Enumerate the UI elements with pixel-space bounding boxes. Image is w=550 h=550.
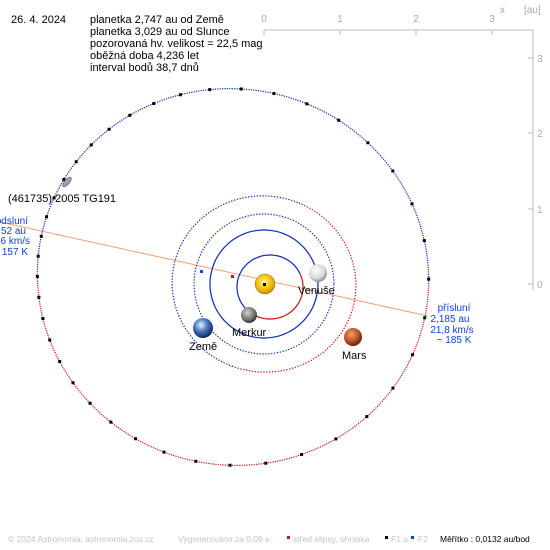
aphelion-title: odsluní	[0, 216, 28, 227]
date-label: 26. 4. 2024	[11, 14, 67, 26]
venus-orbit	[209, 229, 319, 339]
perihelion-info: přísluní 2,185 au 21,8 km/s ~ 185 K	[430, 303, 473, 346]
mars-orbit-red	[232, 202, 357, 373]
venus-label: Venuše	[298, 285, 335, 297]
legend-f2-marker	[411, 536, 414, 539]
ellipse-center-marker	[231, 275, 234, 278]
x-tick-label: 1	[337, 14, 343, 25]
info-line-earth-distance: planetka 2,747 au od Země	[90, 14, 224, 26]
x-tick-label: 0	[261, 14, 267, 25]
orbits	[35, 87, 431, 467]
asteroid-icon	[62, 176, 72, 188]
focus-f2-marker	[200, 270, 203, 273]
footer-generated: Vygenerováno za 0,09 s	[178, 534, 269, 544]
footer-scale: Měřítko : 0,0132 au/bod	[440, 534, 530, 544]
footer-f1: F1 a	[391, 534, 408, 544]
x-tick-label: 3	[489, 14, 495, 25]
earth-orbit	[193, 213, 335, 355]
footer-center: střed elipsy, ohniska	[293, 534, 370, 544]
perihelion-temp: ~ 185 K	[437, 335, 472, 346]
info-line-magnitude: pozorovaná hv. velikost = 22,5 mag	[90, 38, 263, 50]
y-tick-label: 0	[537, 280, 543, 291]
info-line-period: oběžná doba 4,236 let	[90, 50, 199, 62]
perihelion-title: přísluní	[438, 303, 471, 314]
mercury-orbit-blue	[236, 254, 301, 314]
aphelion-temp: 157 K	[2, 247, 28, 258]
sun-center-marker	[263, 283, 266, 286]
perihelion-speed: 21,8 km/s	[430, 325, 473, 336]
aphelion-speed: 6 km/s	[1, 236, 30, 247]
mercury-label: Merkur	[232, 327, 267, 339]
x-tick-label: 2	[413, 14, 419, 25]
perihelion-distance: 2,185 au	[431, 314, 470, 325]
axis-ticks: 0 1 2 3 3 2 1 0	[261, 14, 543, 291]
mars-label: Mars	[342, 350, 367, 362]
y-tick-label: 2	[537, 129, 543, 140]
footer: © 2024 Astronomia, astronomia.zcu.cz Vyg…	[8, 534, 530, 544]
venus-icon	[309, 264, 327, 282]
legend-center-marker	[287, 536, 290, 539]
x-axis-label: x	[500, 5, 505, 16]
aphelion-distance: 52 au	[1, 226, 26, 237]
asteroid-position-markers	[35, 87, 431, 467]
y-tick-label: 1	[537, 205, 543, 216]
legend-f1-marker	[385, 536, 388, 539]
footer-copyright: © 2024 Astronomia, astronomia.zcu.cz	[8, 534, 154, 544]
footer-f2: F2	[418, 534, 428, 544]
axes	[264, 29, 534, 290]
earth-icon	[193, 318, 213, 338]
earth-label: Země	[189, 341, 217, 353]
info-line-interval: interval bodů 38,7 dnů	[90, 62, 199, 74]
asteroid-label: (461735) 2005 TG191	[8, 193, 116, 205]
mercury-orbit-red	[250, 274, 304, 320]
aphelion-info: odsluní 52 au 6 km/s 157 K	[0, 216, 30, 258]
mercury-icon	[241, 307, 257, 323]
mars-orbit-blue	[171, 195, 299, 367]
mars-icon	[344, 328, 362, 346]
info-line-sun-distance: planetka 3,029 au od Slunce	[90, 26, 230, 38]
unit-label: [au]	[524, 5, 541, 16]
apsis-line	[0, 221, 429, 317]
y-tick-label: 3	[537, 54, 543, 65]
